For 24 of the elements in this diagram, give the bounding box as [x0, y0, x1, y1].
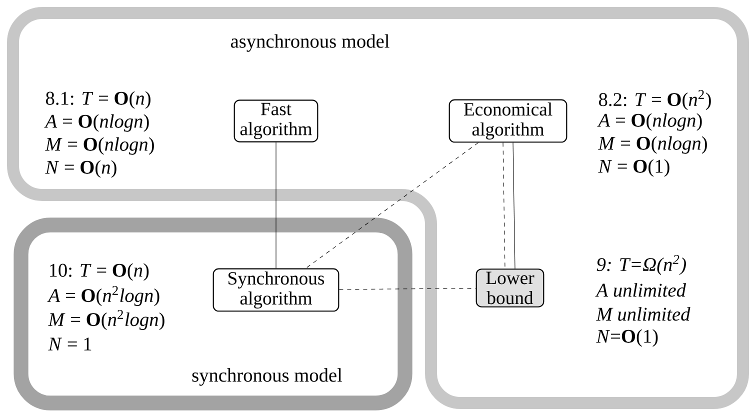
connector — [502, 142, 506, 269]
formula-label: 8.1: T = O(n) — [46, 91, 150, 109]
formula-label: A unlimited — [595, 283, 686, 297]
algorithm-box: Fast algorithm — [234, 100, 318, 142]
formula-label: M = O(nlogn) — [598, 136, 707, 154]
formula-label: M = O(n$^{2}$logn) — [48, 310, 164, 330]
formula-label: A = O(nlogn) — [44, 114, 149, 132]
formula-label: 10: T = O(n) — [50, 263, 149, 281]
formula-label: N = O(1) — [598, 159, 670, 177]
formula-label: 9: T=Ω(n$^{2}$) — [596, 254, 686, 276]
formula-label: 8.2: T = O(n$^{2}$) — [599, 90, 711, 110]
formula-label: M unlimited — [596, 307, 690, 321]
formula-label: A = O(n$^{2}$logn) — [47, 286, 160, 306]
formula-label: M = O(nlogn) — [45, 137, 154, 155]
algorithm-box: Economical algorithm — [448, 99, 568, 143]
connector — [338, 288, 476, 290]
formula-label: A = O(nlogn) — [597, 113, 702, 131]
formula-label: N = 1 — [48, 338, 92, 350]
connector — [512, 142, 516, 269]
algorithm-box: Synchronous algorithm — [212, 268, 340, 312]
formula-label: N = O(n) — [45, 160, 116, 178]
connector — [306, 142, 478, 269]
formula-label: N=O(1) — [596, 329, 658, 347]
lower-bound-box: Lower bound — [476, 268, 544, 308]
